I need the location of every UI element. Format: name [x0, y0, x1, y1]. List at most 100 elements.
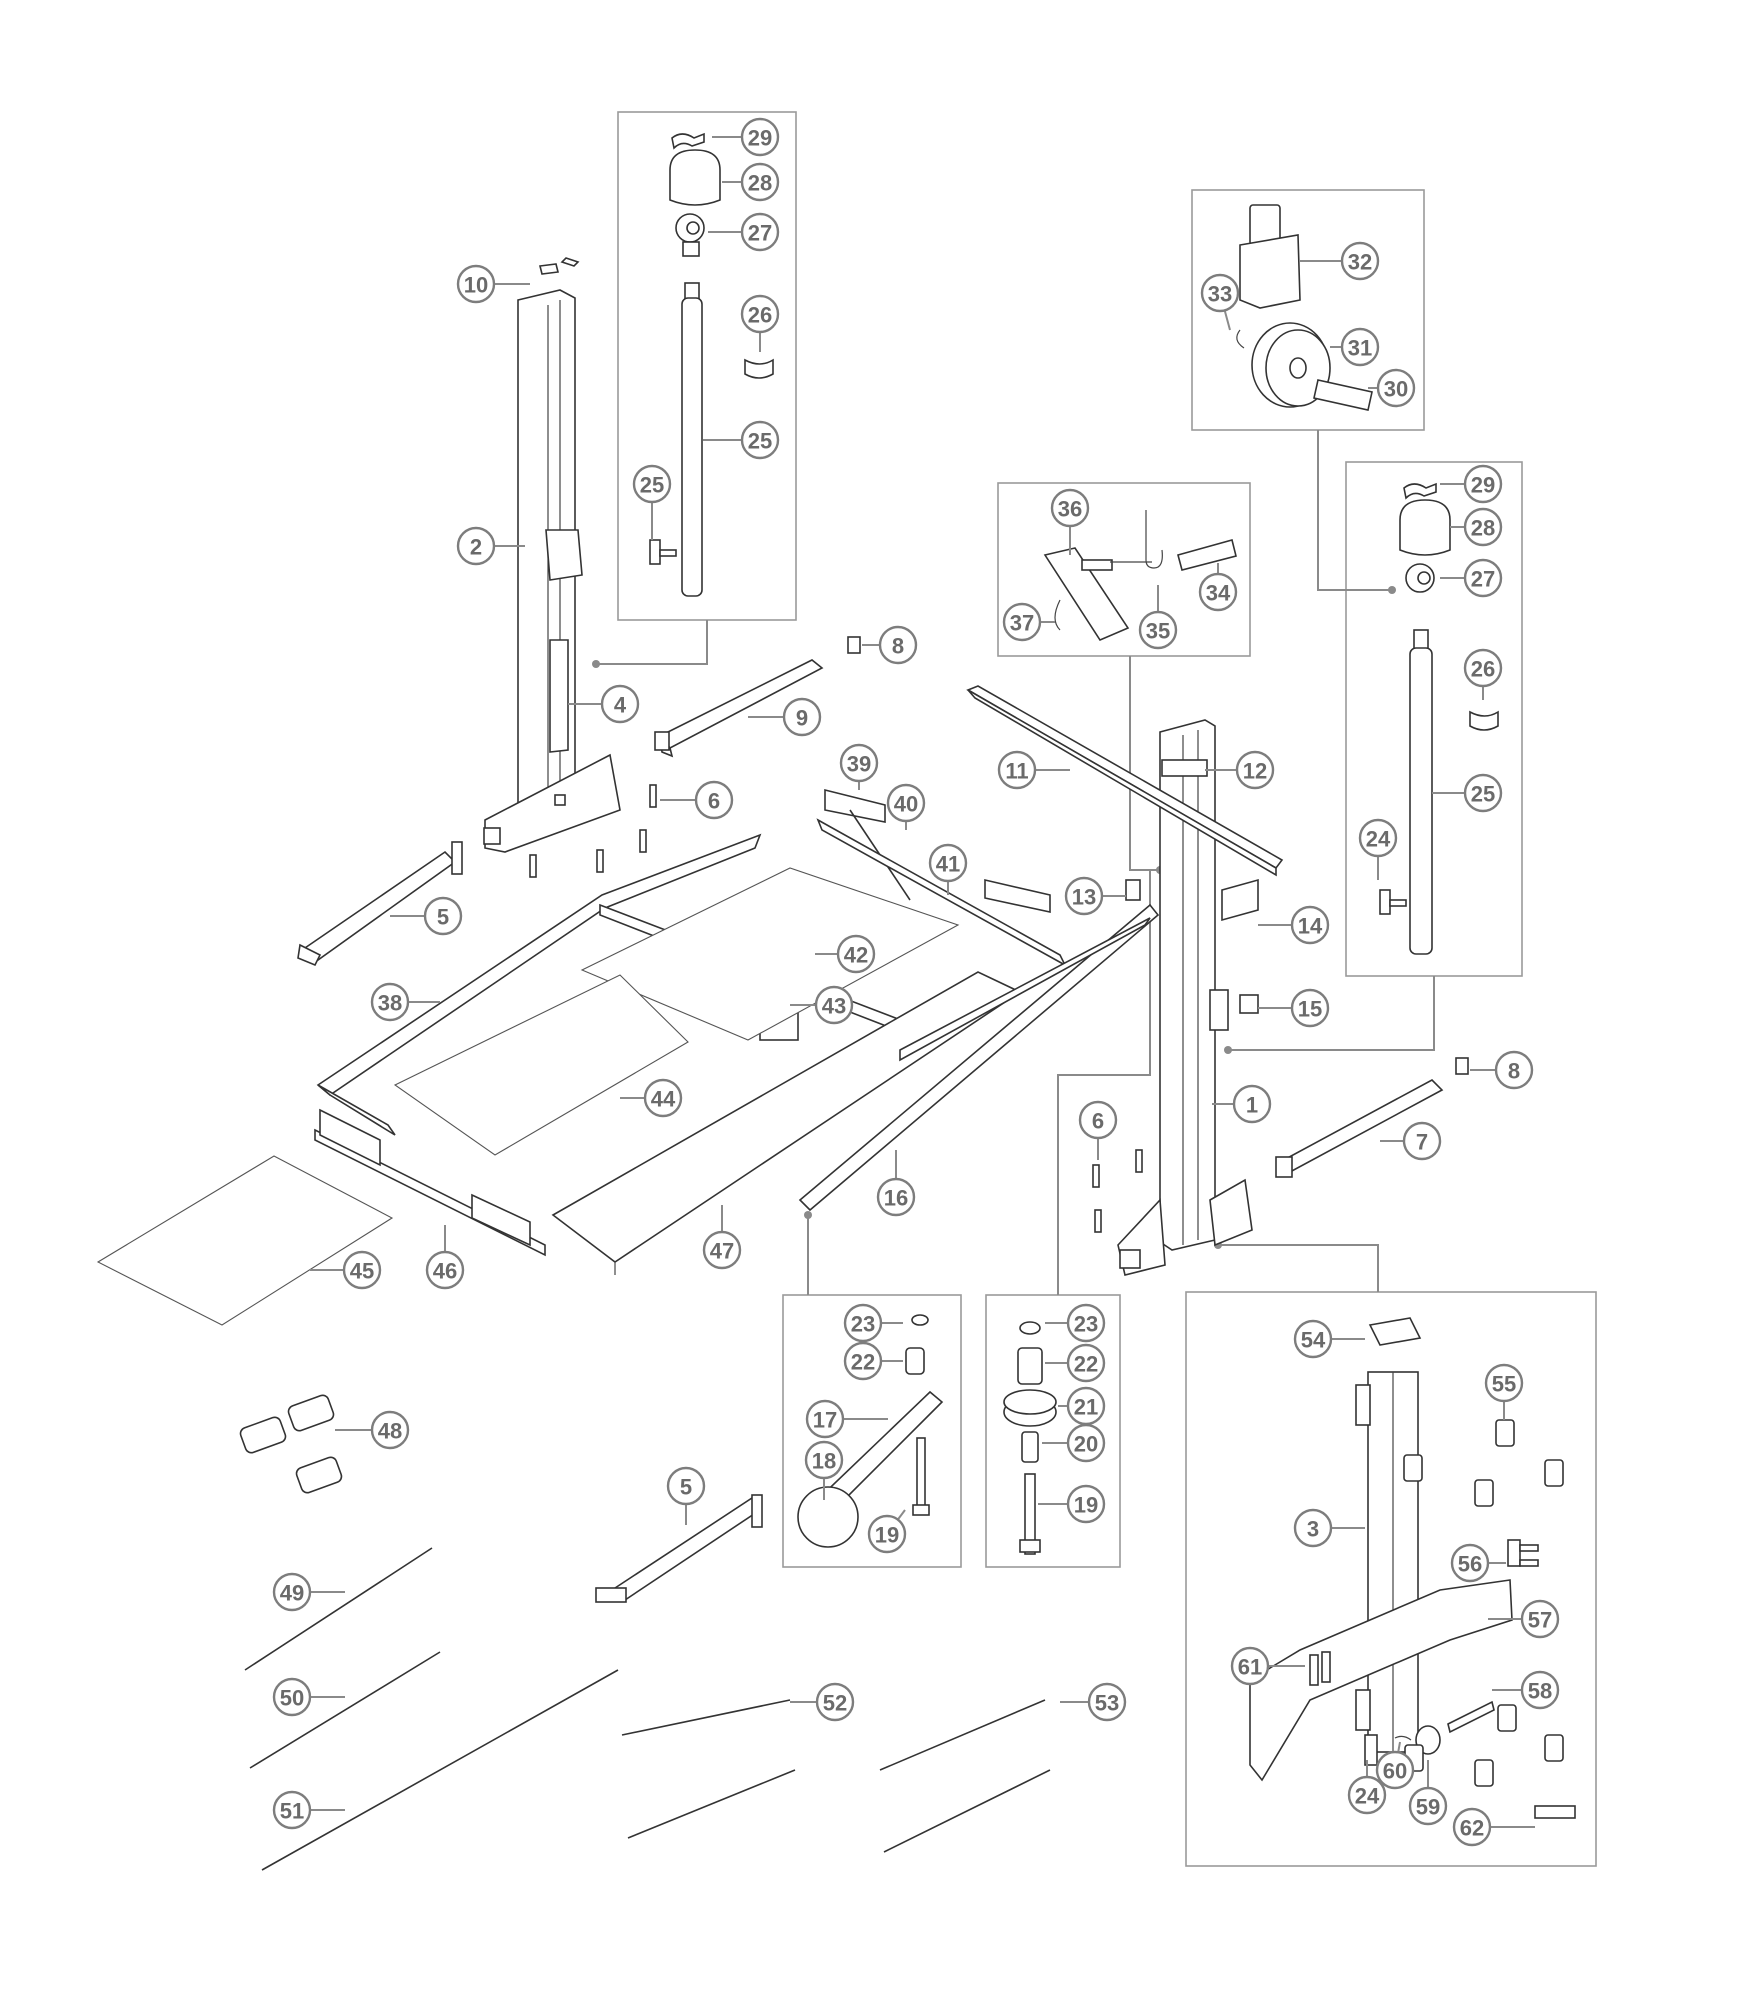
- callout-number: 7: [1416, 1130, 1428, 1155]
- callout-c6b: 6: [1078, 1100, 1118, 1160]
- drip-tray-44: [393, 974, 689, 1156]
- top-left-cylinder: [649, 132, 774, 597]
- callout-number: 46: [433, 1259, 457, 1284]
- callout-circle: [1402, 1121, 1442, 1161]
- callout-circle: [1050, 488, 1090, 528]
- callout-number: 62: [1460, 1816, 1484, 1841]
- rubber-caps-48: [239, 1394, 343, 1494]
- top-beam-9: [654, 659, 824, 758]
- callout-c18: 18: [804, 1440, 844, 1500]
- callout-number: 22: [851, 1350, 875, 1375]
- brace-16b: [899, 917, 1151, 1062]
- callout-c8b: 8: [1470, 1050, 1534, 1090]
- callout-circle: [878, 625, 918, 665]
- callout-c29a: 29: [712, 117, 780, 157]
- callout-circle: [1293, 1508, 1333, 1548]
- callout-circle: [1463, 507, 1503, 547]
- callout-number: 24: [1355, 1784, 1380, 1809]
- callout-c25a: 25: [703, 420, 780, 460]
- callout-circle: [740, 212, 780, 252]
- left-post: [483, 257, 621, 853]
- detail-box-sheave: [1191, 189, 1425, 431]
- callout-circle: [272, 1790, 312, 1830]
- callout-number: 25: [640, 473, 664, 498]
- brace-16: [798, 903, 1160, 1212]
- callout-c60: 60: [1375, 1741, 1415, 1790]
- callout-circle: [928, 843, 968, 883]
- callout-circle: [1290, 988, 1330, 1028]
- callout-circle: [1484, 1363, 1524, 1403]
- leader-line: [1223, 310, 1231, 331]
- callout-number: 59: [1416, 1795, 1440, 1820]
- drip-tray-45: [96, 1155, 394, 1326]
- callout-number: 39: [847, 752, 871, 777]
- callout-number: 26: [1471, 657, 1495, 682]
- callout-circle: [694, 780, 734, 820]
- callout-circle: [843, 1303, 883, 1343]
- callout-c27b: 27: [1440, 558, 1503, 598]
- callout-number: 56: [1458, 1552, 1482, 1577]
- callout-c23a: 23: [843, 1303, 903, 1343]
- callout-number: 61: [1238, 1655, 1262, 1680]
- callout-number: 48: [378, 1419, 402, 1444]
- callout-number: 20: [1074, 1432, 1098, 1457]
- callout-number: 8: [892, 634, 904, 659]
- callout-circle: [632, 464, 672, 504]
- callout-c22b: 22: [1045, 1343, 1106, 1383]
- callout-circle: [805, 1399, 845, 1439]
- callout-circle: [1347, 1775, 1387, 1815]
- callout-circle: [1002, 602, 1042, 642]
- callout-number: 32: [1348, 250, 1372, 275]
- arm-pulley: [797, 1314, 944, 1548]
- cap-8a: [847, 636, 861, 654]
- callout-circle: [740, 420, 780, 460]
- callout-number: 24: [1366, 827, 1391, 852]
- callout-number: 31: [1348, 336, 1372, 361]
- chains-52: [621, 1699, 796, 1839]
- callout-c52: 52: [790, 1682, 855, 1722]
- callout-c27a: 27: [708, 212, 780, 252]
- callout-c22a: 22: [843, 1341, 903, 1381]
- callout-circle: [1494, 1050, 1534, 1090]
- ramp-plate-39b: [984, 878, 1051, 913]
- callout-circle: [1290, 905, 1330, 945]
- callout-c61: 61: [1230, 1646, 1305, 1686]
- callout-circle: [1087, 1682, 1127, 1722]
- callout-circle: [740, 162, 780, 202]
- callout-number: 41: [936, 852, 960, 877]
- callout-number: 40: [894, 792, 918, 817]
- callout-number: 50: [280, 1686, 304, 1711]
- callout-number: 9: [796, 706, 808, 731]
- callout-c51: 51: [272, 1790, 345, 1830]
- callout-number: 11: [1005, 759, 1028, 784]
- callout-number: 58: [1528, 1679, 1552, 1704]
- sheave-assembly: [1236, 204, 1373, 411]
- callout-c24a: 24: [1358, 818, 1398, 880]
- callout-number: 55: [1492, 1372, 1516, 1397]
- callout-circle: [702, 1230, 742, 1270]
- callout-number: 13: [1072, 885, 1096, 910]
- callout-number: 53: [1095, 1691, 1119, 1716]
- callout-circle: [997, 750, 1037, 790]
- callout-number: 1: [1246, 1093, 1258, 1118]
- plate-14: [1221, 878, 1259, 922]
- callout-c17: 17: [805, 1399, 888, 1439]
- callout-circle: [1375, 1750, 1415, 1790]
- beam-7: [1275, 1079, 1444, 1178]
- callout-number: 60: [1383, 1759, 1407, 1784]
- carriage-assembly: [1249, 1317, 1576, 1819]
- cable-51: [261, 1669, 619, 1871]
- callout-c3: 3: [1293, 1508, 1365, 1548]
- callout-circle: [1463, 558, 1503, 598]
- callout-c37: 37: [1002, 602, 1055, 642]
- callout-number: 28: [748, 171, 772, 196]
- cap-8b: [1455, 1057, 1469, 1075]
- callout-circle: [1293, 1319, 1333, 1359]
- callout-circle: [423, 896, 463, 936]
- callout-circle: [1232, 1084, 1272, 1124]
- callout-number: 35: [1146, 619, 1170, 644]
- callout-number: 51: [280, 1799, 304, 1824]
- callout-number: 29: [748, 126, 772, 151]
- callout-circle: [456, 264, 496, 304]
- callout-c11: 11: [997, 750, 1070, 790]
